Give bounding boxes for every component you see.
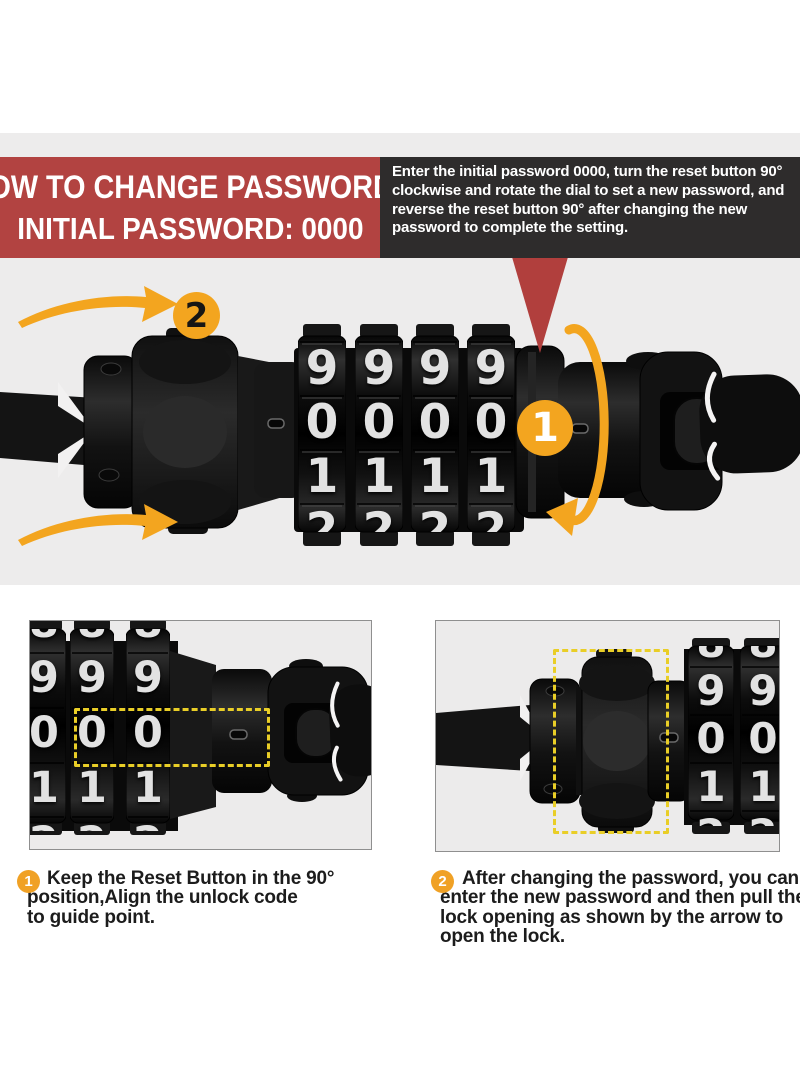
rotate-arrow-icon	[564, 324, 609, 526]
dial-column: 8 9 0 1 2	[29, 629, 59, 831]
guide-point-slot	[229, 729, 248, 740]
closeup-panel-left: 8 9 0 1 2 8 9 0 1 2 8 9 0 1 2	[29, 620, 372, 850]
highlight-dashed-box	[74, 708, 270, 767]
closeup-panel-right: 8 9 0 1 2 8 9 0 1 2	[435, 620, 780, 852]
dial-column: 8 9 0 1 2	[77, 629, 107, 831]
step-1-marker-badge: 1	[517, 400, 573, 456]
collar	[83, 355, 139, 509]
headline-banner: HOW TO CHANGE PASSWORD? INITIAL PASSWORD…	[0, 157, 412, 258]
closeup-left-art	[30, 621, 371, 849]
headline-subtitle: INITIAL PASSWORD: 0000	[16, 210, 364, 246]
arrow-bottom-icon	[18, 504, 178, 546]
dial-column-2: 8 9 0 1 2	[362, 336, 396, 532]
step-1-badge: 1	[17, 870, 40, 893]
step-2-marker-badge: 2	[173, 292, 220, 339]
dial-column: 8 9 0 1 2	[696, 646, 726, 826]
guide-point-slot-2	[571, 423, 589, 434]
dial-column-4: 8 9 0 1 2	[474, 336, 508, 532]
dial-column: 8 9 0 1 2	[133, 629, 163, 831]
instruction-text: Enter the initial password 0000, turn th…	[392, 163, 785, 237]
lock-illustration	[0, 286, 800, 590]
headline-title: HOW TO CHANGE PASSWORD?	[0, 168, 412, 205]
instruction-box: Enter the initial password 0000, turn th…	[380, 157, 800, 258]
step-2-badge: 2	[431, 870, 454, 893]
lock-shackle-arm	[699, 371, 800, 481]
arrow-top-icon	[18, 286, 178, 328]
dial-column-1: 8 9 0 1 2	[305, 336, 339, 532]
step-2-text: After changing the password, you can ent…	[440, 868, 800, 948]
cable	[0, 392, 96, 466]
step-1-text: Keep the Reset Button in the 90° positio…	[27, 868, 335, 928]
dial-column: 8 9 0 1 2	[748, 646, 778, 826]
dial-column-3: 8 9 0 1 2	[418, 336, 452, 532]
guide-point-slot	[659, 732, 679, 743]
guide-point-slot	[267, 418, 285, 429]
highlight-dashed-box	[553, 649, 669, 834]
